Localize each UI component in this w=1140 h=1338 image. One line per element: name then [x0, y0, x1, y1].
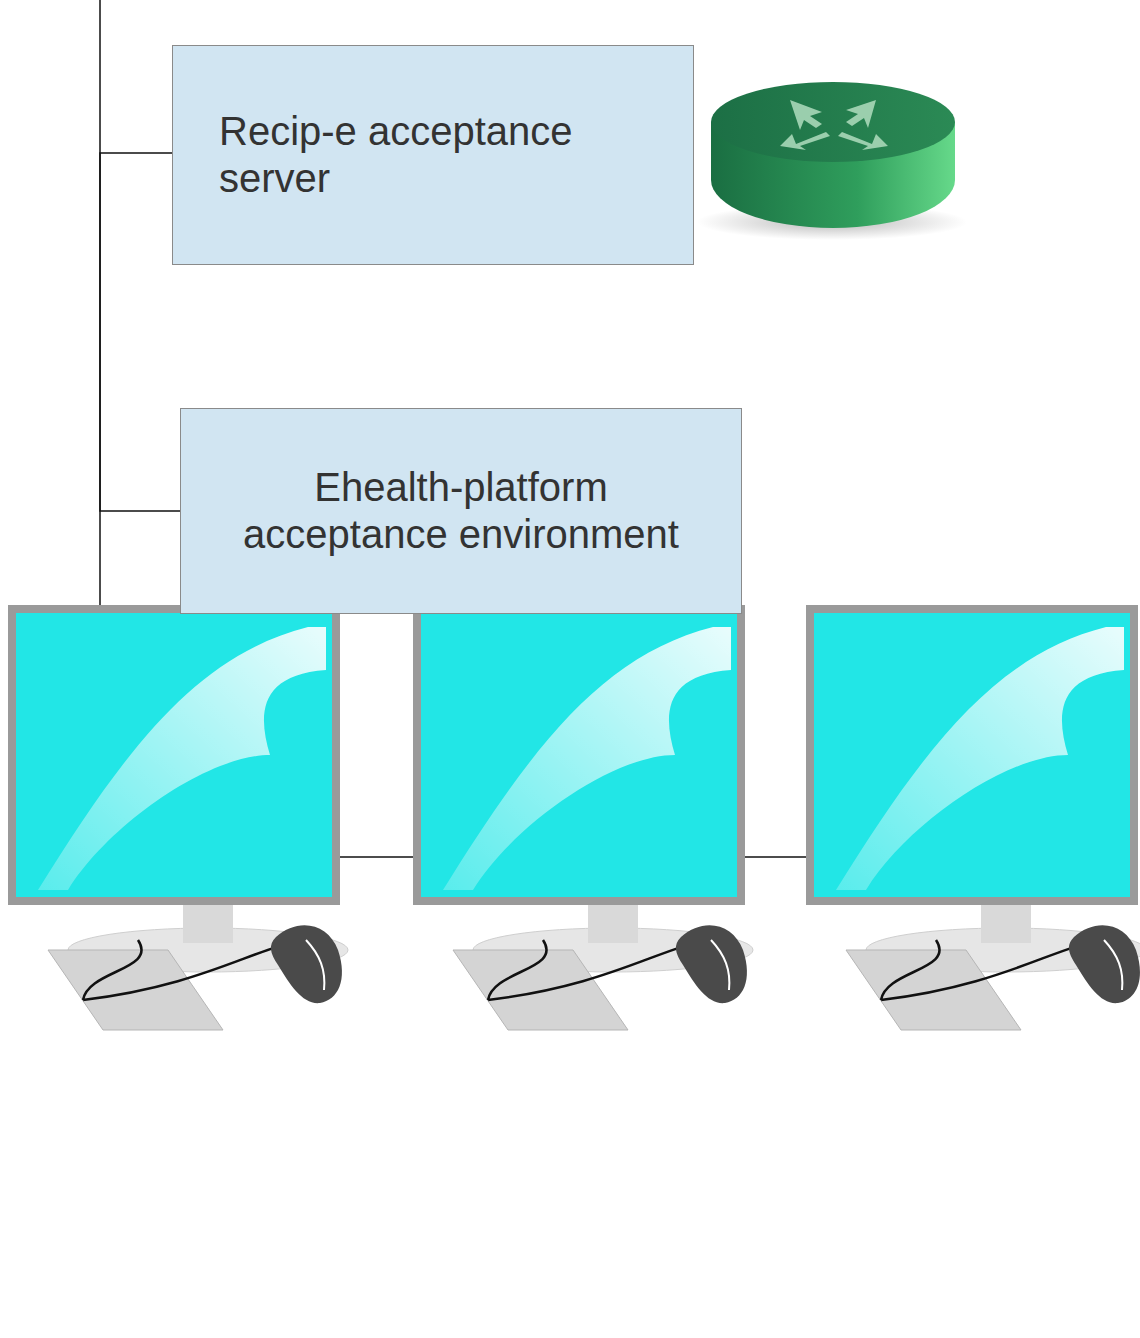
workstation — [413, 605, 753, 1030]
box-text-group: Ehealth-platform acceptance environment — [221, 464, 701, 558]
box-label: Ehealth-platform acceptance environment — [221, 464, 701, 558]
router-icon — [697, 82, 967, 240]
workstation — [8, 605, 348, 1030]
box-text-group: Recip-e acceptance server — [219, 108, 673, 202]
server-box: Recip-e acceptance server — [172, 45, 694, 265]
server-box: Ehealth-platform acceptance environment — [180, 408, 742, 614]
workstation — [806, 605, 1140, 1030]
network-link — [100, 153, 180, 511]
box-label: Recip-e acceptance server — [219, 108, 673, 202]
